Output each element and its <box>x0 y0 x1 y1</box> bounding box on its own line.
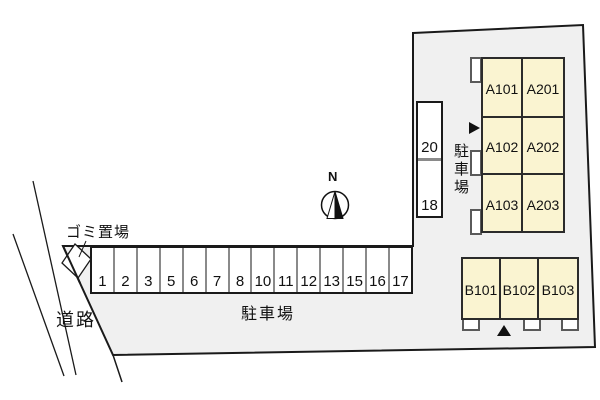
parking-stall: 8 <box>227 248 251 292</box>
parking-stall: 7 <box>204 248 228 292</box>
parking-stall: 1 <box>92 248 113 292</box>
unit-label: A101 <box>485 81 519 97</box>
garbage-leader-line <box>78 240 87 258</box>
stall-number: 11 <box>278 273 294 290</box>
building-b: B101 B102 B103 <box>461 257 579 320</box>
parking-stall: 3 <box>135 248 159 292</box>
stall-number: 8 <box>235 273 245 290</box>
stall-number: 13 <box>323 273 341 290</box>
stall-number: 16 <box>369 273 386 290</box>
stall-number: 5 <box>167 273 176 290</box>
unit-cell: B102 <box>501 259 539 318</box>
parking-stall: 5 <box>158 248 182 292</box>
parking-stall: 15 <box>342 248 366 292</box>
unit-cell: A203 <box>523 175 563 231</box>
stall-number: 7 <box>212 273 222 290</box>
parking-stall: 16 <box>365 248 388 292</box>
boundary-extension <box>112 354 123 383</box>
unit-label: A103 <box>485 196 519 213</box>
stall-number: 1 <box>98 273 107 290</box>
entrance-arrow-right-icon <box>469 122 480 134</box>
parking-stall: 18 <box>418 158 441 216</box>
unit-cell: B101 <box>463 259 501 318</box>
parking-stall: 13 <box>319 248 343 292</box>
parking-stall: 2 <box>112 248 136 292</box>
stall-number: 15 <box>346 273 363 290</box>
parking-stall: 6 <box>181 248 205 292</box>
garbage-boundary-overlay <box>62 245 81 284</box>
parking-stall: 12 <box>296 248 320 292</box>
stall-number: 17 <box>392 273 409 290</box>
building-a: A101 A201 A102 A202 A103 A203 <box>481 57 565 233</box>
unit-cell: A202 <box>523 118 563 175</box>
unit-label: B103 <box>541 282 575 298</box>
stall-number: 18 <box>421 197 438 214</box>
unit-cell: A103 <box>483 175 523 231</box>
garbage-area-label: ゴミ置場 <box>66 224 131 241</box>
side-parking-column: 20 18 <box>416 101 443 218</box>
parking-row: 1 2 3 5 6 7 8 10 11 12 13 15 16 17 <box>90 246 413 294</box>
stall-number: 10 <box>254 273 272 290</box>
road-edge-inner <box>32 180 77 376</box>
road-edge-outer <box>12 233 65 377</box>
parking-stall: 20 <box>418 103 441 158</box>
unit-label: A201 <box>526 81 560 97</box>
unit-label: B102 <box>502 282 536 298</box>
entrance-arrow-up-icon <box>497 325 511 336</box>
unit-label: B101 <box>464 282 498 298</box>
road-label: 道路 <box>56 310 96 330</box>
stall-number: 2 <box>121 273 130 290</box>
stall-number: 20 <box>421 139 438 156</box>
parking-stall: 11 <box>273 248 297 292</box>
unit-label: A102 <box>485 139 519 155</box>
parking-lot-label: 駐車場 <box>241 306 296 323</box>
north-label: N <box>328 169 338 184</box>
parking-stall: 10 <box>250 248 274 292</box>
parking-stall: 17 <box>387 248 411 292</box>
stall-number: 6 <box>189 273 199 290</box>
unit-label: A202 <box>526 139 560 155</box>
unit-cell: A101 <box>483 59 523 118</box>
side-parking-label: 駐車場 <box>452 143 469 197</box>
unit-label: A203 <box>526 196 560 213</box>
unit-cell: A102 <box>483 118 523 175</box>
unit-cell: B103 <box>539 259 577 318</box>
stall-number: 12 <box>300 273 318 290</box>
stall-number: 3 <box>144 273 153 290</box>
compass-icon <box>320 190 350 220</box>
unit-cell: A201 <box>523 59 563 118</box>
